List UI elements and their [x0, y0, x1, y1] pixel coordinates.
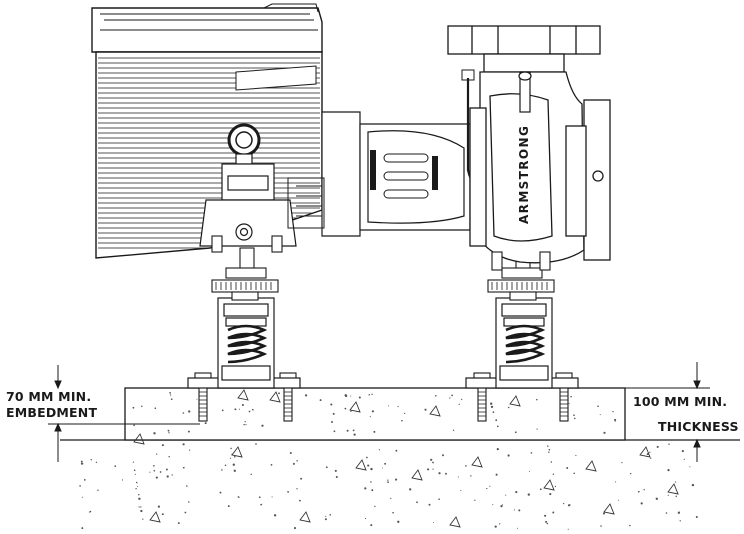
pump-flange-plate: [469, 107, 487, 247]
bracket-slots: [383, 153, 429, 199]
pump-brand-mark: ARMSTRONG: [517, 125, 531, 224]
pump-lifting-lug: [518, 71, 532, 113]
anchor-bolt-icon: [194, 372, 573, 422]
pump-volute: [479, 71, 585, 264]
svg-text:ARMSTRONG: ARMSTRONG: [517, 125, 531, 224]
spring-isolator-icon: [227, 324, 268, 364]
thickness-label-line2: THICKNESS: [658, 419, 739, 434]
thickness-label-line1: 100 MM MIN.: [633, 394, 728, 409]
adjuster-knurling: [215, 282, 548, 290]
embedment-dimension: [48, 365, 200, 462]
lifting-eye-icon: [227, 123, 261, 165]
spring-isolator-right: [465, 297, 579, 389]
motor-top-cover: [100, 3, 319, 31]
pump-support-feet: [211, 235, 551, 271]
concrete-aggregates: [133, 389, 679, 528]
pump-suction-flange: [565, 99, 611, 261]
terminal-box: [199, 163, 297, 247]
pump-discharge-flange: [447, 25, 601, 73]
thickness-dimension: [625, 362, 710, 462]
embedment-label-line1: 70 MM MIN.: [6, 389, 92, 404]
coupling-guard: [287, 177, 325, 229]
embedment-label-line2: EMBEDMENT: [6, 405, 98, 420]
motor-badge: [235, 65, 317, 91]
concrete-speckles: [79, 392, 700, 530]
spring-isolator-icon: [505, 324, 546, 364]
bracket-labels: [370, 150, 438, 190]
